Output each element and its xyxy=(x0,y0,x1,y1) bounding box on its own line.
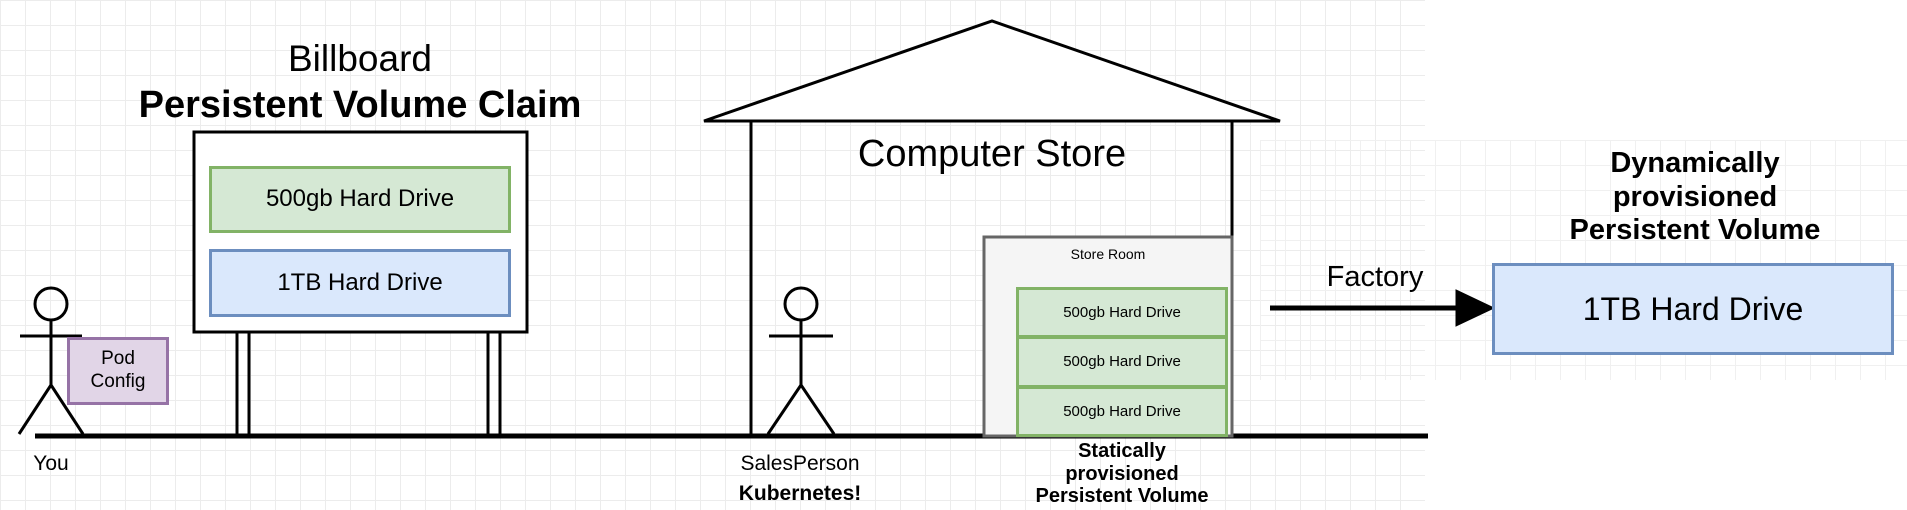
factory-arrow xyxy=(1270,289,1496,327)
dynamic-pv-title: Dynamically provisioned Persistent Volum… xyxy=(1569,147,1821,247)
pod-config-box: Pod Config xyxy=(67,337,169,405)
billboard-item-1tb: 1TB Hard Drive xyxy=(209,249,511,317)
salesperson-sublabel: Kubernetes! xyxy=(738,482,862,505)
static-pv-caption: Statically provisioned Persistent Volume xyxy=(1035,440,1209,508)
salesperson-label: SalesPerson xyxy=(740,452,860,475)
billboard-title: Billboard xyxy=(288,38,432,79)
store-roof xyxy=(703,19,1281,123)
salesperson-stick-figure xyxy=(766,286,836,435)
billboard-subtitle: Persistent Volume Claim xyxy=(138,84,582,126)
store-title: Computer Store xyxy=(857,133,1127,175)
you-label: You xyxy=(33,452,69,475)
store-room-label: Store Room xyxy=(1070,246,1146,262)
store-room-drive: 500gb Hard Drive xyxy=(1016,287,1228,338)
you-stick-figure xyxy=(17,286,85,435)
store-room-drive: 500gb Hard Drive xyxy=(1016,386,1228,437)
billboard-item-500gb: 500gb Hard Drive xyxy=(209,166,511,233)
factory-label: Factory xyxy=(1326,261,1424,293)
dynamic-drive-1tb: 1TB Hard Drive xyxy=(1492,263,1894,355)
billboard-legs xyxy=(235,332,502,434)
store-room-drive: 500gb Hard Drive xyxy=(1016,336,1228,388)
